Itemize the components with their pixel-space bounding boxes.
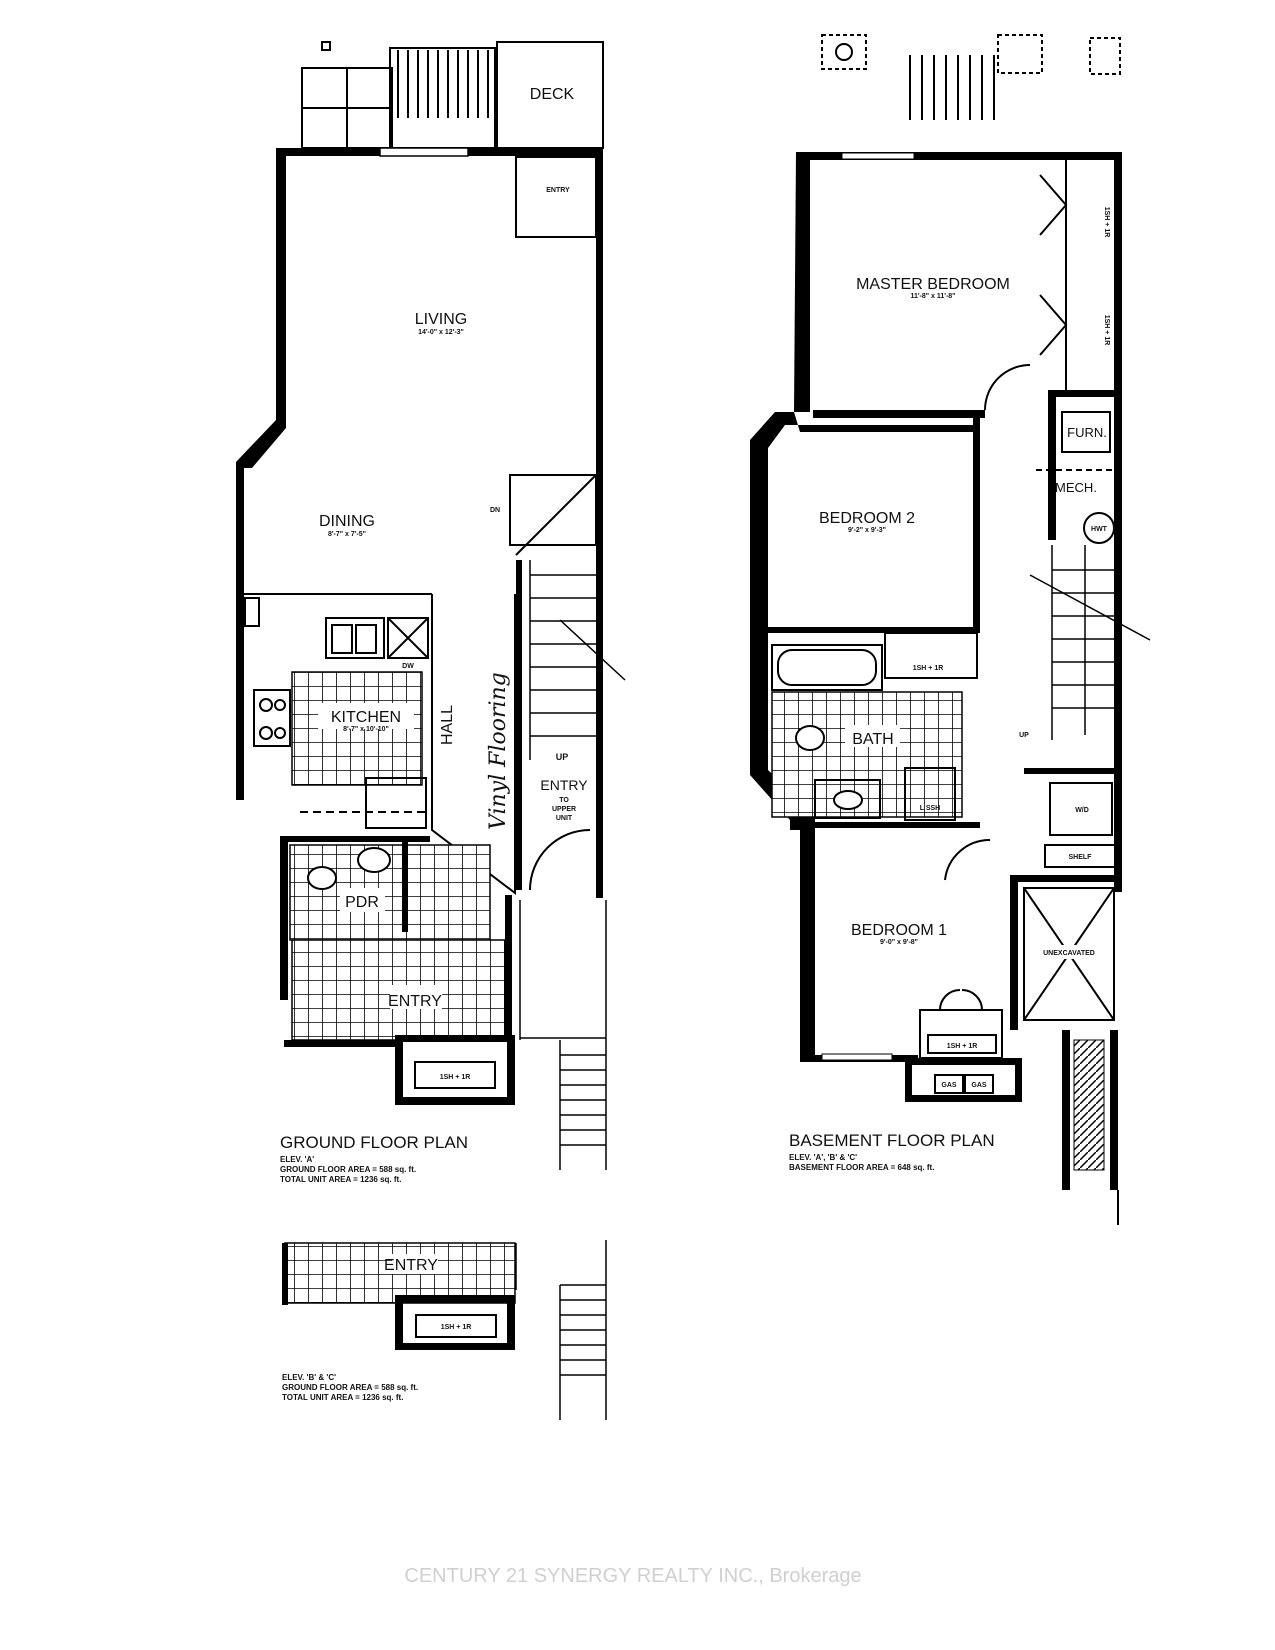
ground-elev: ELEV. 'A'	[280, 1155, 314, 1164]
watermark: CENTURY 21 SYNERGY REALTY INC., Brokerag…	[404, 1565, 861, 1587]
alt-closet-label: 1SH + 1R	[441, 1324, 472, 1331]
pdr-label: PDR	[345, 894, 379, 911]
deck-label: DECK	[530, 86, 575, 103]
bedroom-1-label: BEDROOM 1	[851, 922, 947, 939]
master-bedroom-size: 11'-8" x 11'-8"	[911, 293, 956, 300]
dining-label: DINING	[319, 513, 375, 530]
master-closet-2-label: 1SH + 1R	[1103, 315, 1110, 346]
kitchen-size: 8'-7" x 10'-10"	[343, 726, 389, 733]
living-size: 14'-0" x 12'-3"	[418, 329, 464, 336]
ground-floor-title: GROUND FLOOR PLAN	[280, 1133, 468, 1152]
alt-floor-area: GROUND FLOOR AREA = 588 sq. ft.	[282, 1383, 418, 1392]
entry-upper-label-4: UNIT	[556, 815, 573, 822]
entry-upper-label-2: TO	[559, 797, 569, 804]
master-closet-1-label: 1SH + 1R	[1103, 207, 1110, 238]
dishwasher-label: DW	[402, 663, 414, 670]
entry-upper-label-3: UPPER	[552, 806, 576, 813]
furnace-label: FURN.	[1067, 425, 1107, 440]
stairs-ground: DN UP	[490, 474, 626, 890]
alt-entry-label: ENTRY	[384, 1257, 438, 1274]
alt-entry-plan: ENTRY 1SH + 1R ELEV. 'B' & 'C' GROUND FL…	[282, 1240, 607, 1420]
handwritten-vinyl-flooring-note: Vinyl Flooring	[486, 672, 511, 830]
dining-size: 8'-7" x 7'-5"	[328, 531, 366, 538]
basement-up-label: UP	[1019, 732, 1029, 739]
kitchen: DW KITCHEN 8'-7" x 10'-10"	[244, 593, 432, 829]
closet-label: 1SH + 1R	[440, 1074, 471, 1081]
basement-floor-plan: MASTER BEDROOM 11'-8" x 11'-8" 1SH + 1R …	[750, 34, 1151, 1225]
unexcavated-label: UNEXCAVATED	[1043, 950, 1095, 957]
bath-label: BATH	[852, 731, 893, 748]
bedroom-2-label: BEDROOM 2	[819, 510, 915, 527]
alt-elev: ELEV. 'B' & 'C'	[282, 1373, 336, 1382]
hwt-label: HWT	[1091, 526, 1108, 533]
shelf-label: SHELF	[1069, 854, 1093, 861]
washer-dryer-label: W/D	[1075, 807, 1089, 814]
hall-label: HALL	[439, 705, 456, 745]
entry-upper-label-1: ENTRY	[540, 777, 588, 793]
up-label: UP	[556, 752, 569, 762]
master-bedroom-label: MASTER BEDROOM	[856, 276, 1010, 293]
gas-meter-1-label: GAS	[941, 1082, 957, 1089]
linen-closet-label: L SSH	[920, 805, 941, 812]
entry-label: ENTRY	[388, 993, 442, 1010]
bedroom-1-closet-label: 1SH + 1R	[947, 1043, 978, 1050]
rear-entry-label: ENTRY	[546, 187, 570, 194]
bedroom-1-size: 9'-0" x 9'-8"	[880, 939, 918, 946]
kitchen-label: KITCHEN	[331, 709, 401, 726]
basement-floor-area: BASEMENT FLOOR AREA = 648 sq. ft.	[789, 1163, 934, 1172]
basement-elev: ELEV. 'A', 'B' & 'C'	[789, 1153, 857, 1162]
gas-meter-2-label: GAS	[971, 1082, 987, 1089]
exterior-stairs	[519, 900, 607, 1170]
alt-total-area: TOTAL UNIT AREA = 1236 sq. ft.	[282, 1393, 403, 1402]
down-label: DN	[490, 507, 500, 514]
ground-floor-plan: DECK ENTRY LIVING 14'-0" x 12'-3" DINING…	[236, 41, 626, 1184]
ground-floor-area: GROUND FLOOR AREA = 588 sq. ft.	[280, 1165, 416, 1174]
powder-room-and-entry: PDR ENTRY 1SH + 1R	[280, 836, 515, 1105]
ground-total-area: TOTAL UNIT AREA = 1236 sq. ft.	[280, 1175, 401, 1184]
living-label: LIVING	[415, 311, 467, 328]
bedroom-2-closet-label: 1SH + 1R	[913, 665, 944, 672]
basement-title: BASEMENT FLOOR PLAN	[789, 1131, 995, 1150]
mech-label: MECH.	[1055, 480, 1097, 495]
deck: DECK	[301, 41, 604, 149]
bedroom-2-size: 9'-2" x 9'-3"	[848, 527, 886, 534]
